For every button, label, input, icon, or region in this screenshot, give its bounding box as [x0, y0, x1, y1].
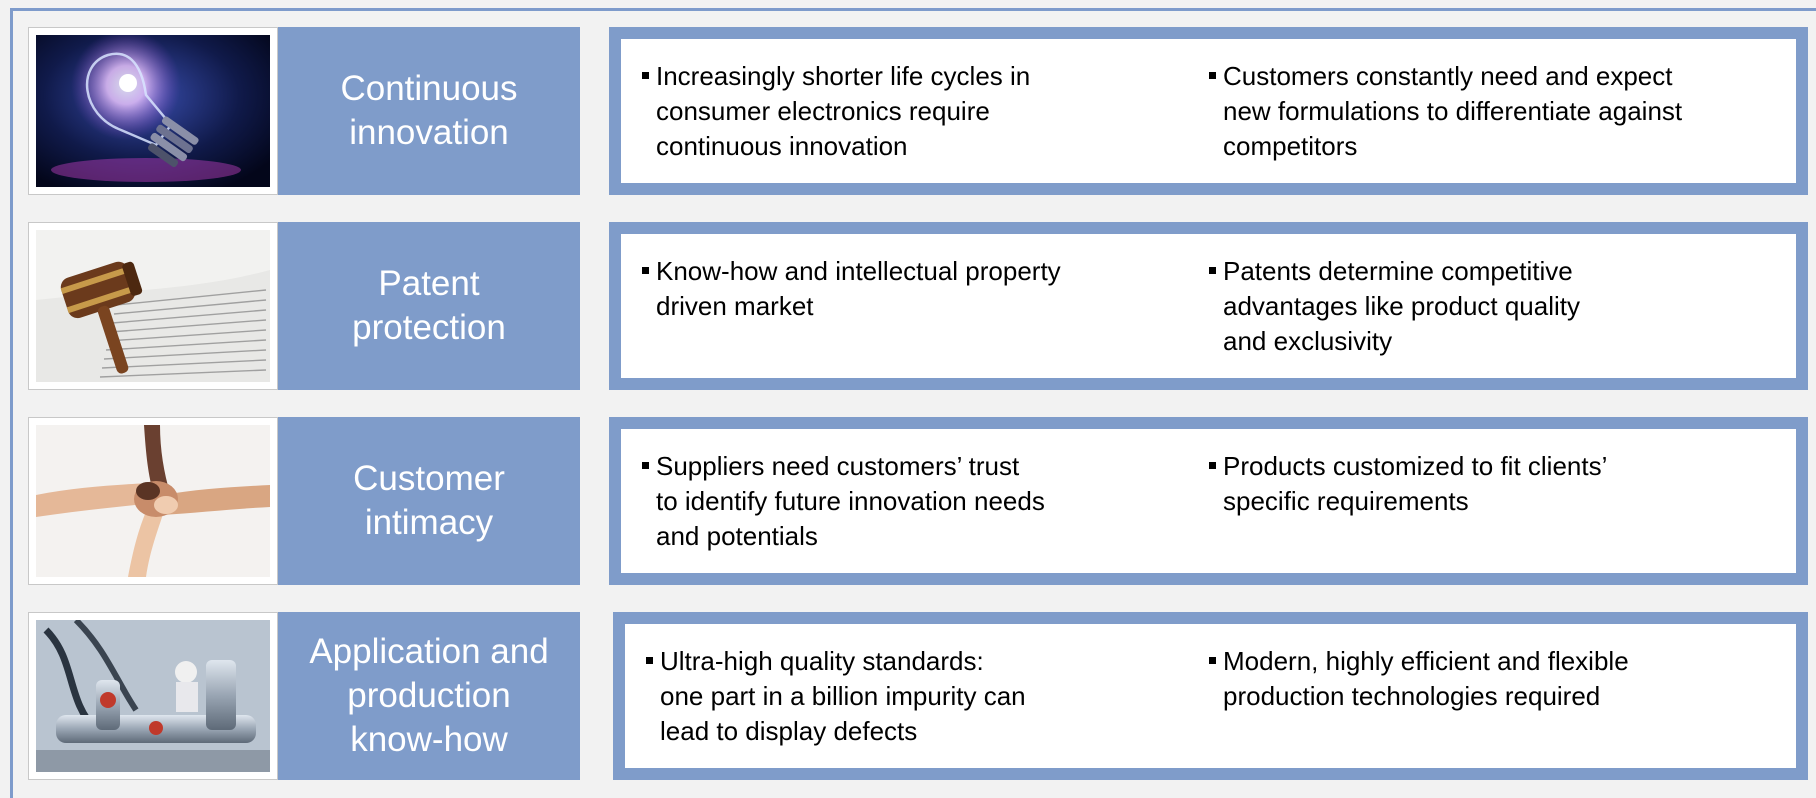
row-customer-intimacy: Customer intimacy Suppliers need custome…: [0, 417, 1816, 585]
content-box: Suppliers need customers’ trust to ident…: [609, 417, 1808, 585]
bullet-item: Ultra-high quality standards: one part i…: [645, 644, 1205, 749]
bullet-item: Know-how and intellectual property drive…: [641, 254, 1201, 324]
content-box: Know-how and intellectual property drive…: [609, 222, 1808, 390]
image-frame: [28, 222, 278, 390]
content-panel: Suppliers need customers’ trust to ident…: [621, 429, 1796, 573]
row-title: Continuous innovation: [278, 27, 580, 195]
content-panel: Ultra-high quality standards: one part i…: [625, 624, 1796, 768]
gavel-image: [36, 230, 270, 382]
row-continuous-innovation: Continuous innovation Increasingly short…: [0, 27, 1816, 195]
image-frame: [28, 612, 278, 780]
content-panel: Increasingly shorter life cycles in cons…: [621, 39, 1796, 183]
row-application-know-how: Application and production know-how Ultr…: [0, 612, 1816, 780]
bullet-item: Patents determine competitive advantages…: [1208, 254, 1798, 359]
row-title: Customer intimacy: [278, 417, 580, 585]
row-patent-protection: Patent protection Know-how and intellect…: [0, 222, 1816, 390]
image-frame: [28, 27, 278, 195]
lightbulb-image: [36, 35, 270, 187]
content-box: Increasingly shorter life cycles in cons…: [609, 27, 1808, 195]
hands-image: [36, 425, 270, 577]
content-panel: Know-how and intellectual property drive…: [621, 234, 1796, 378]
bullet-item: Modern, highly efficient and flexible pr…: [1208, 644, 1798, 714]
bullet-item: Increasingly shorter life cycles in cons…: [641, 59, 1201, 164]
machinery-image: [36, 620, 270, 772]
bullet-item: Products customized to fit clients’ spec…: [1208, 449, 1798, 519]
content-box: Ultra-high quality standards: one part i…: [613, 612, 1808, 780]
row-title: Application and production know-how: [278, 612, 580, 780]
bullet-item: Customers constantly need and expect new…: [1208, 59, 1798, 164]
image-frame: [28, 417, 278, 585]
row-title: Patent protection: [278, 222, 580, 390]
bullet-item: Suppliers need customers’ trust to ident…: [641, 449, 1201, 554]
